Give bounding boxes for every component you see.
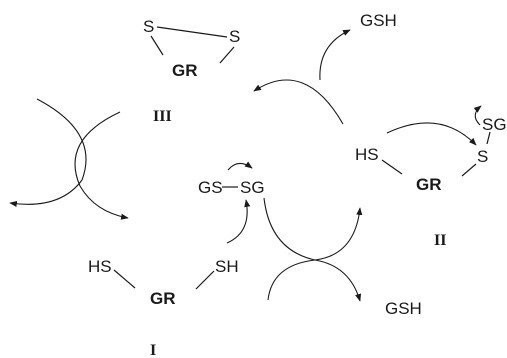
bond-gr-to-s-ii	[461, 163, 477, 177]
bond-s-to-gr-left	[150, 35, 164, 56]
species-i-right-thiol: SH	[215, 257, 239, 276]
arrow-i-attack-gssg	[226, 199, 251, 244]
gssg-left-label: GS	[198, 178, 223, 197]
arc-left-inner	[74, 111, 121, 187]
arrow-gsh-release-top	[319, 29, 351, 81]
gssg-right-label: SG	[240, 178, 265, 197]
curly-arrow-gssg	[227, 161, 253, 171]
species-iii-enzyme-label: GR	[172, 61, 198, 80]
curly-arrow-sg	[473, 105, 482, 126]
arrow-iii-to-i	[79, 185, 129, 220]
species-ii: HS GR S SG II	[355, 105, 507, 249]
disulfide-bond	[156, 26, 228, 38]
species-i-left-thiol: HS	[88, 257, 112, 276]
species-i-enzyme-label: GR	[150, 289, 176, 308]
gsh-released-bottom: GSH	[385, 299, 422, 318]
arc-center-lower-left	[267, 259, 316, 301]
species-ii-thiol: HS	[355, 145, 379, 164]
bond-gr-to-sh	[195, 270, 215, 290]
arrow-gsh-release-bottom	[314, 259, 362, 302]
bond-hs-to-gr-ii	[381, 159, 403, 175]
species-ii-glutathione: SG	[482, 115, 507, 134]
species-iii-sulfur-right: S	[229, 27, 240, 46]
arrow-to-species-ii	[314, 207, 363, 261]
arc-left-upper	[36, 98, 87, 181]
bond-hs-to-gr	[113, 269, 136, 289]
arrow-ii-thiol-attack	[386, 122, 477, 146]
arrow-ii-to-iii	[253, 79, 344, 125]
bond-s-to-gr-right	[219, 46, 235, 64]
gsh-released-top: GSH	[360, 11, 397, 30]
species-iii: S S GR III	[143, 17, 240, 125]
species-ii-numeral: II	[434, 232, 446, 249]
oxidized-glutathione: GS SG	[198, 161, 265, 197]
bond-s-to-sg	[486, 131, 491, 145]
species-i-numeral: I	[150, 342, 156, 358]
species-iii-sulfur-left: S	[143, 17, 154, 36]
arrow-left-byproduct	[9, 179, 83, 208]
species-i: HS GR SH I	[88, 257, 239, 358]
species-ii-enzyme-label: GR	[416, 175, 442, 194]
species-iii-numeral: III	[153, 108, 172, 125]
arc-center-upper-left	[263, 197, 316, 261]
species-ii-sulfur: S	[477, 147, 488, 166]
